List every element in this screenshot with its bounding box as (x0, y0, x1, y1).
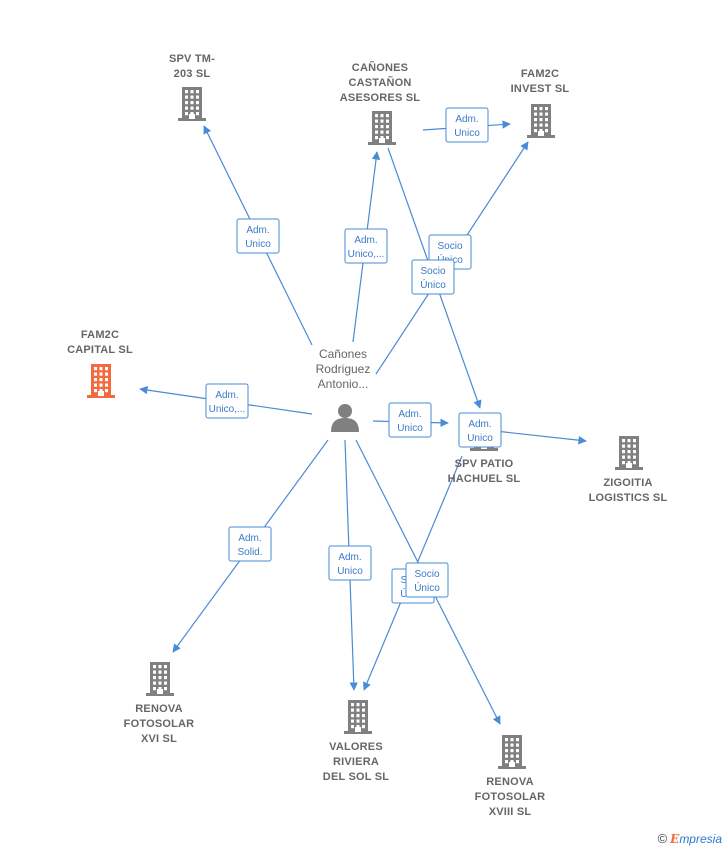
company-label-line: FAM2C (521, 68, 559, 80)
person-label-line: Cañones (319, 347, 367, 361)
company-label-line: FOTOSOLAR (124, 718, 195, 730)
building-icon-renova-xvi[interactable] (146, 662, 174, 696)
relation-badge-text: Adm. (398, 409, 421, 420)
company-label-line: FAM2C (81, 329, 119, 341)
relation-badge-text: Adm. (238, 533, 261, 544)
relation-badge[interactable]: Adm. Unico (236, 218, 280, 254)
company-label-line: FOTOSOLAR (475, 791, 546, 803)
relation-badge-text: Solid. (237, 547, 262, 558)
relation-badge-text: Unico,... (209, 404, 246, 415)
company-label-valores-riviera[interactable]: VALORES RIVIERA DEL SOL SL (323, 741, 389, 783)
relation-badge-text: Adm. (354, 235, 377, 246)
badges-layer: Adm.UnicoAdm.Unico,...Adm.UnicoSocioÚnic… (205, 107, 502, 604)
building-icon-renova-xviii[interactable] (498, 735, 526, 769)
building-icon-valores-riviera[interactable] (344, 700, 372, 734)
building-icon-spv-tm-203[interactable] (178, 87, 206, 121)
relation-badge[interactable]: Adm. Unico (445, 107, 489, 143)
relation-badge[interactable]: Adm. Unico (388, 402, 432, 438)
company-label-spv-patio-hachuel[interactable]: SPV PATIO HACHUEL SL (448, 458, 521, 485)
building-icon-canones-castanon[interactable] (368, 111, 396, 145)
person-label-line: Antonio... (318, 377, 369, 391)
company-label-line: XVIII SL (489, 806, 532, 818)
company-label-line: HACHUEL SL (448, 473, 521, 485)
relation-badge-text: Adm. (468, 419, 491, 430)
company-label-line: 203 SL (174, 68, 211, 80)
brand-name: mpresia (679, 832, 722, 846)
company-label-line: RENOVA (135, 703, 182, 715)
relation-badge-text: Unico (454, 128, 480, 139)
relation-badge-text: Adm. (246, 225, 269, 236)
relation-badge[interactable]: Adm. Unico,... (344, 228, 388, 264)
nodes-layer: SPV TM- 203 SL CAÑONES CASTAÑON ASESORES SL F… (67, 53, 667, 818)
brand-initial: E (670, 832, 680, 846)
relation-badge-text: Unico (337, 566, 363, 577)
person-icon[interactable] (331, 404, 359, 432)
company-label-line: VALORES (329, 741, 383, 753)
relation-badge-text: Unico,... (348, 249, 385, 260)
relation-badge-text: Adm. (338, 552, 361, 563)
company-label-line: RIVIERA (333, 756, 379, 768)
relation-edge-spv-patio-hachuel-to-zigoitia (485, 429, 587, 445)
edges-layer (139, 120, 587, 725)
building-icon-fam2c-capital[interactable] (87, 364, 115, 398)
company-label-zigoitia[interactable]: ZIGOITIA LOGISTICS SL (589, 477, 668, 504)
relation-badge-text: Unico (397, 423, 423, 434)
relation-badge-text: Adm. (215, 390, 238, 401)
footer-brand[interactable]: ©Empresia (658, 831, 722, 846)
relation-badge-text: Socio (437, 241, 462, 252)
relation-badge-text: Socio (414, 569, 439, 580)
relation-badge-text: Único (414, 581, 440, 594)
company-label-line: RENOVA (486, 776, 533, 788)
company-label-line: DEL SOL SL (323, 771, 389, 783)
relation-badge-text: Unico (245, 239, 271, 250)
copyright-symbol: © (657, 831, 668, 846)
company-label-line: SPV TM- (169, 53, 215, 65)
company-label-line: CAPITAL SL (67, 344, 133, 356)
relation-badge-text: Unico (467, 433, 493, 444)
company-label-renova-xviii[interactable]: RENOVA FOTOSOLAR XVIII SL (475, 776, 546, 818)
building-icon-zigoitia[interactable] (615, 436, 643, 470)
company-label-fam2c-capital[interactable]: FAM2C CAPITAL SL (67, 329, 133, 356)
company-label-line: INVEST SL (511, 83, 570, 95)
relation-badge-text: Socio (420, 266, 445, 277)
building-icon-fam2c-invest[interactable] (527, 104, 555, 138)
company-label-line: LOGISTICS SL (589, 492, 668, 504)
company-label-line: CAÑONES (352, 61, 408, 74)
relation-badge[interactable]: Adm. Unico,... (205, 383, 249, 419)
company-label-canones-castanon[interactable]: CAÑONES CASTAÑON ASESORES SL (340, 61, 421, 104)
company-label-spv-tm-203[interactable]: SPV TM- 203 SL (169, 53, 215, 80)
company-label-line: ASESORES SL (340, 92, 421, 104)
relation-badge[interactable]: Adm. Unico (458, 412, 502, 448)
relation-badge-text: Adm. (455, 114, 478, 125)
company-label-renova-xvi[interactable]: RENOVA FOTOSOLAR XVI SL (124, 703, 195, 745)
company-label-line: XVI SL (141, 733, 177, 745)
relation-badge[interactable]: Adm. Unico (328, 545, 372, 581)
company-label-line: ZIGOITIA (603, 477, 652, 489)
relation-badge[interactable]: Adm. Solid. (228, 526, 272, 562)
company-label-line: CASTAÑON (348, 76, 411, 89)
relation-badge-text: Único (420, 278, 446, 291)
person-label-line: Rodriguez (316, 362, 371, 376)
company-label-line: SPV PATIO (455, 458, 514, 470)
company-label-fam2c-invest[interactable]: FAM2C INVEST SL (511, 68, 570, 95)
